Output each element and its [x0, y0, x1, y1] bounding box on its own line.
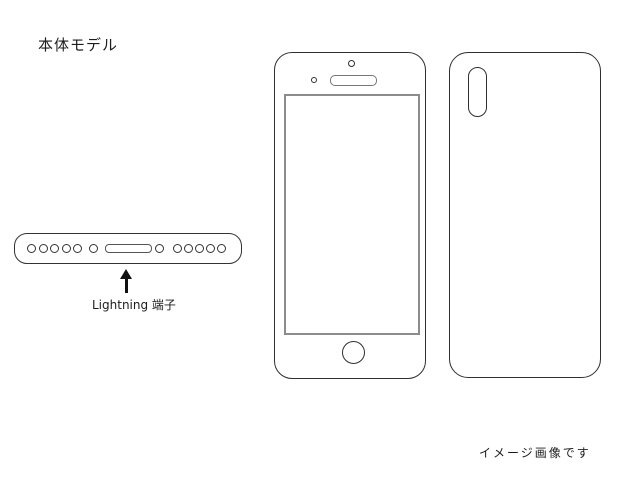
earpiece-speaker-icon: [329, 74, 377, 86]
home-button-icon: [342, 341, 365, 364]
lightning-port-label: Lightning 端子: [92, 298, 176, 312]
speaker-hole-icon: [27, 243, 36, 253]
image-note: イメージ画像です: [479, 446, 591, 460]
speaker-hole-icon: [50, 243, 59, 253]
arrow-up-icon: [120, 269, 132, 279]
speaker-hole-icon: [184, 243, 193, 253]
arrow-shaft: [125, 278, 128, 293]
lightning-port-icon: [104, 243, 152, 253]
screw-hole-icon: [89, 243, 98, 253]
speaker-hole-icon: [73, 243, 82, 253]
speaker-hole-icon: [173, 243, 182, 253]
rear-camera-icon: [467, 66, 487, 117]
page-title: 本体モデル: [38, 36, 119, 54]
speaker-hole-icon: [38, 243, 48, 253]
speaker-hole-icon: [195, 243, 204, 253]
front-camera-icon: [348, 59, 355, 67]
speaker-hole-icon: [61, 243, 71, 253]
screw-hole-icon: [155, 243, 164, 253]
speaker-hole-icon: [206, 243, 215, 253]
phone-front-view: [274, 52, 426, 379]
sensor-dot-icon: [310, 77, 317, 83]
phone-back-view: [449, 52, 601, 378]
speaker-hole-icon: [217, 243, 226, 253]
screen-outline: [283, 93, 420, 335]
bottom-edge-view: [14, 233, 242, 264]
